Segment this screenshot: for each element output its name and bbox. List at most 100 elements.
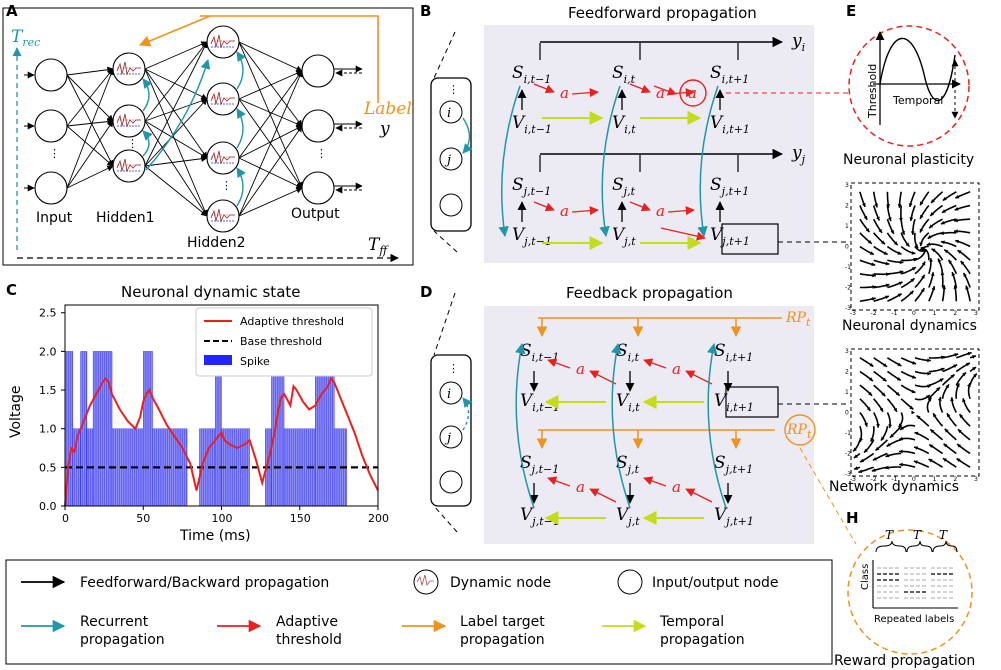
stream-arrowhead <box>955 239 960 244</box>
recurrent-arrow <box>236 167 246 207</box>
tff-label: Tff <box>368 235 389 257</box>
ellipsis: ⋮ <box>221 179 232 192</box>
rp-label-top: RPt <box>785 310 811 329</box>
stream-arrowhead <box>972 367 977 371</box>
network-nodes: ⋮⋮⋮⋮ <box>34 25 335 233</box>
stream-arrowhead <box>956 458 961 463</box>
zoom-line-d-top <box>433 292 456 356</box>
network-link <box>238 70 303 217</box>
io-node <box>301 171 335 205</box>
panel-e-threshold-label: Threshold <box>866 64 879 119</box>
panel-d-node-j-label: j <box>444 431 451 446</box>
dynamic-node <box>206 82 240 116</box>
stream-arrowhead <box>962 398 966 403</box>
stream-arrowhead <box>854 466 858 470</box>
stream-arrowhead <box>954 218 958 223</box>
stream-arrowhead <box>929 224 934 229</box>
stream-arrowhead <box>893 241 898 246</box>
panel-a: A ⋮⋮⋮⋮ Trec Tff Label y Input Hidden1 Hi… <box>2 2 414 266</box>
stream-arrowhead <box>860 458 865 463</box>
io-node <box>34 171 68 205</box>
legend-temporal-box: Temporal propagation <box>660 614 745 648</box>
stream-arrowhead <box>911 410 915 415</box>
stream-arrowhead <box>937 258 942 263</box>
stream-arrowhead <box>871 468 876 472</box>
stream-arrowhead <box>921 261 926 266</box>
dynamic-node <box>206 25 240 59</box>
stream-arrowhead <box>919 228 924 233</box>
stream-arrowhead <box>896 376 901 381</box>
panel-h-brace-1 <box>875 540 907 553</box>
dynamic-node <box>112 52 146 86</box>
axis-tick-label: 2 <box>845 369 849 376</box>
axis-tick-label: -3 <box>845 305 851 312</box>
layer-hidden2-label: Hidden2 <box>187 235 246 251</box>
panel-e-temporal-label: Temporal <box>892 94 943 107</box>
stream-arrowhead <box>901 230 906 235</box>
stream-arrowhead <box>879 407 884 412</box>
stream-arrowhead <box>933 413 937 418</box>
axis-tick-label: -1 <box>845 430 851 437</box>
stream-arrowhead <box>864 422 868 427</box>
highlight-box-vi <box>725 386 779 418</box>
panel-h-caption: Reward propagation <box>834 653 975 669</box>
stream-arrowhead <box>950 397 954 401</box>
stream-arrowhead <box>954 229 958 234</box>
stream-arrowhead <box>931 248 936 253</box>
stream-arrowhead <box>882 377 887 382</box>
adaptive-arrow-out <box>643 476 667 487</box>
stream-arrowhead <box>869 251 874 255</box>
stream-arrowhead <box>884 295 889 300</box>
layer-hidden1-label: Hidden1 <box>96 210 155 226</box>
network-link <box>144 120 208 159</box>
axis-tick-label: -1 <box>891 310 897 317</box>
stream-arrowhead <box>886 442 891 447</box>
network-link <box>238 70 303 159</box>
stream-arrowhead <box>925 395 930 399</box>
recurrent-curve <box>697 85 719 238</box>
V-i-1: Vi,t <box>612 113 636 136</box>
stream-arrowhead <box>913 460 918 465</box>
axis-tick-label: -3 <box>850 310 856 317</box>
stream-arrowhead <box>872 457 877 461</box>
stream-arrowhead <box>864 448 868 453</box>
adaptive-a-symbol: a <box>576 478 585 496</box>
stream-arrowhead <box>858 469 863 474</box>
D-V-j-1: Vj,t <box>616 505 640 528</box>
stream-arrowhead <box>911 267 916 271</box>
legend: Feedforward/Backward propagation Dynamic… <box>5 559 833 665</box>
stream-arrowhead <box>936 387 940 392</box>
stream-arrowhead <box>927 397 932 402</box>
dynamic-node <box>112 149 146 183</box>
y-tick-label: 0.0 <box>39 500 57 513</box>
stream-arrowhead <box>890 433 894 438</box>
network-link <box>144 165 208 217</box>
io-node <box>34 109 68 143</box>
stream-arrowhead <box>893 407 897 412</box>
stream-arrowhead <box>962 372 966 377</box>
dynamic-node <box>112 104 146 138</box>
network-link <box>238 41 303 72</box>
stream-arrowhead <box>900 426 905 430</box>
stream-arrowhead <box>890 229 894 234</box>
chart-ylabel: Voltage <box>8 385 24 438</box>
axis-tick-label: -2 <box>845 451 851 458</box>
network-connections <box>24 41 363 217</box>
stream-arrowhead <box>955 383 960 388</box>
D-V-i-2: Vi,t+1 <box>714 391 754 414</box>
recurrent-arrow <box>236 108 246 149</box>
stream-arrowhead <box>963 272 967 277</box>
stream-arrowhead <box>911 389 916 394</box>
axis-tick-label: 1 <box>845 223 849 230</box>
ellipsis: ⋮ <box>127 137 138 150</box>
panel-b-node-j <box>439 147 463 171</box>
stream-arrowhead <box>930 272 935 276</box>
adaptive-arrow-in <box>685 488 713 503</box>
axis-tick-label: 1 <box>933 310 937 317</box>
adaptive-a-symbol: a <box>560 84 569 102</box>
stream-arrowhead <box>862 202 866 207</box>
stream-arrowhead <box>909 405 914 410</box>
stream-arrowhead <box>943 443 948 448</box>
stream-arrowhead <box>930 212 935 216</box>
y-tick-label: 2.5 <box>39 307 57 320</box>
